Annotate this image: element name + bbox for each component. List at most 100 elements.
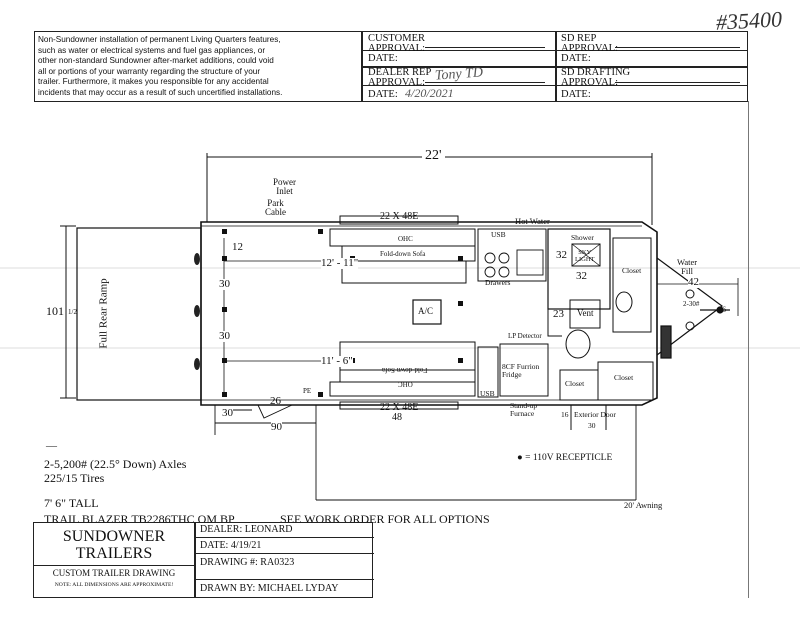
disclaimer-line: all or portions of your warranty regardi…: [38, 66, 261, 76]
receptacle-note: ● = 110V RECEPTICLE: [517, 453, 613, 463]
exterior-door-label: Exterior Door: [574, 410, 616, 419]
sd-drafting-approval: SD DRAFTING APPROVAL:: [561, 67, 631, 88]
disclaimer-box: Non-Sundowner installation of permanent …: [34, 31, 362, 102]
dim-42: 42: [688, 276, 699, 288]
width-dimension: [60, 225, 76, 399]
fridge: [499, 343, 549, 397]
dealer-rep-date-label: DATE:: [368, 89, 398, 100]
sheet-border-right: [748, 101, 749, 598]
shower-label: Shower: [571, 233, 594, 242]
full-rear-ramp: Full Rear Ramp: [97, 278, 110, 349]
dim-30-door: 30: [588, 421, 596, 430]
dim-32-mid: 32: [576, 270, 587, 282]
window-top: [339, 215, 459, 225]
dim-48: 48: [392, 412, 402, 423]
park-cable-label: Park Cable: [265, 198, 286, 217]
drawers-label: Drawers: [485, 278, 511, 287]
customer-approval: CUSTOMER APPROVAL:: [368, 33, 425, 54]
window-bottom: [339, 401, 459, 410]
rear-ramp: [76, 227, 202, 401]
sd-drafting-date: DATE:: [561, 89, 591, 100]
dim-30-bottom: 30: [222, 407, 233, 419]
dealer-rep-date-value: 4/20/2021: [405, 86, 454, 100]
ac-unit: [412, 299, 442, 325]
hot-water-label: Hot Water: [515, 216, 550, 226]
dim-6: 6: [722, 305, 726, 314]
exterior-door: [570, 404, 607, 430]
dimensions-note: NOTE: ALL DIMENSIONS ARE APPROXIMATE!: [54, 582, 174, 588]
ohc-bottom-label: OHC: [398, 380, 413, 388]
disclaimer-text: Non-Sundowner installation of permanent …: [38, 35, 282, 99]
vent: [569, 299, 601, 329]
ac-label: A/C: [418, 306, 434, 316]
tb-dealer: DEALER: LEONARD: [200, 524, 293, 535]
closet-top: [612, 237, 652, 333]
awning-label: 20' Awning: [624, 500, 663, 510]
disclaimer-line: incidents that may occur as a result of …: [38, 87, 283, 97]
width-label: 101: [46, 304, 64, 318]
dim-12: 12: [232, 241, 243, 253]
disclaimer-line: trailer. Furthermore, it makes you respo…: [38, 77, 269, 87]
dim-90: 90: [271, 421, 282, 433]
dim-32-top: 32: [556, 249, 567, 261]
water-fill-label: Water Fill: [677, 257, 698, 276]
spec-axles: 2-5,200# (22.5° Down) Axles: [44, 457, 187, 471]
disclaimer-line: such as water or electrical systems and …: [38, 45, 266, 55]
dim-30-a: 30: [219, 278, 230, 290]
window-bottom-label: 22 X 48E: [380, 402, 419, 413]
approval-grid: CUSTOMER APPROVAL: DATE: DEALER REP APPR…: [362, 31, 748, 102]
dealer-rep-approval: DEALER REP APPROVAL:: [368, 67, 432, 88]
trailer-body: [200, 221, 658, 406]
sd-rep-date: DATE:: [561, 53, 591, 64]
hitch-tongue: [656, 257, 730, 359]
bathroom: [547, 228, 611, 310]
brand-line-1: SUNDOWNER: [62, 528, 166, 545]
wheel-markers: [194, 253, 200, 370]
awning-line: [315, 405, 637, 501]
overall-length: 22': [422, 149, 445, 163]
sofa-top-label: Fold-down Sofa: [380, 250, 426, 258]
drawing-type: CUSTOM TRAILER DRAWING: [52, 568, 176, 578]
disclaimer-line: Non-Sundowner installation of permanent …: [38, 35, 281, 44]
dim-11-6: 11' - 6": [321, 355, 353, 367]
title-block: SUNDOWNER TRAILERS CUSTOM TRAILER DRAWIN…: [33, 522, 374, 598]
dim-30-b: 30: [219, 330, 230, 342]
brand-line-2: TRAILERS: [75, 545, 153, 562]
closet-bottom-right: [597, 361, 654, 401]
tb-date: DATE: 4/19/21: [200, 540, 262, 551]
interior-dims: [223, 238, 340, 395]
spec-tires: 225/15 Tires: [44, 471, 105, 485]
tb-drawing-no: DRAWING #: RA0323: [200, 557, 295, 568]
fridge-label: 8CF Furrion Fridge: [502, 362, 540, 379]
spec-dashes: __: [46, 436, 57, 448]
tb-drawn-by: DRAWN BY: MICHAEL LYDAY: [200, 583, 339, 594]
pe-label: PE: [303, 387, 312, 395]
standup-furnace-label: Stand-up Furnace: [510, 401, 538, 418]
sky-light: [571, 243, 601, 267]
closet-bottom-left-label: Closet: [565, 379, 585, 388]
spec-tall: 7' 6" TALL: [44, 496, 99, 510]
dim-23: 23: [553, 308, 564, 320]
galley: [477, 228, 547, 282]
customer-date: DATE:: [368, 53, 398, 64]
closet-top-label: Closet: [622, 266, 642, 275]
power-inlet-label: Power Inlet: [273, 177, 296, 196]
scan-lines: [0, 267, 800, 349]
dim-12-11: 12' - 11": [321, 257, 359, 269]
ohc-top-label: OHC: [398, 235, 413, 243]
sky-light-label: SKY LIGHT: [575, 249, 595, 263]
disclaimer-line: other non-standard Sundowner after-marke…: [38, 56, 274, 66]
gas-tanks: [685, 289, 695, 331]
lp-detector-label: LP Detector: [508, 332, 542, 340]
sofa-bottom-label: Fold-down Sofa: [382, 366, 428, 374]
usb-bottom-label: USB: [480, 389, 495, 398]
ohc-bottom: [329, 381, 476, 397]
vent-label: Vent: [577, 308, 594, 318]
dim-26: 26: [270, 395, 281, 407]
window-top-label: 22 X 48E: [380, 211, 419, 222]
usb-top-label: USB: [491, 230, 506, 239]
width-fraction: 1/2: [68, 308, 77, 316]
gas-tanks-label: 2-30#: [683, 300, 700, 308]
dim-16: 16: [561, 410, 569, 419]
